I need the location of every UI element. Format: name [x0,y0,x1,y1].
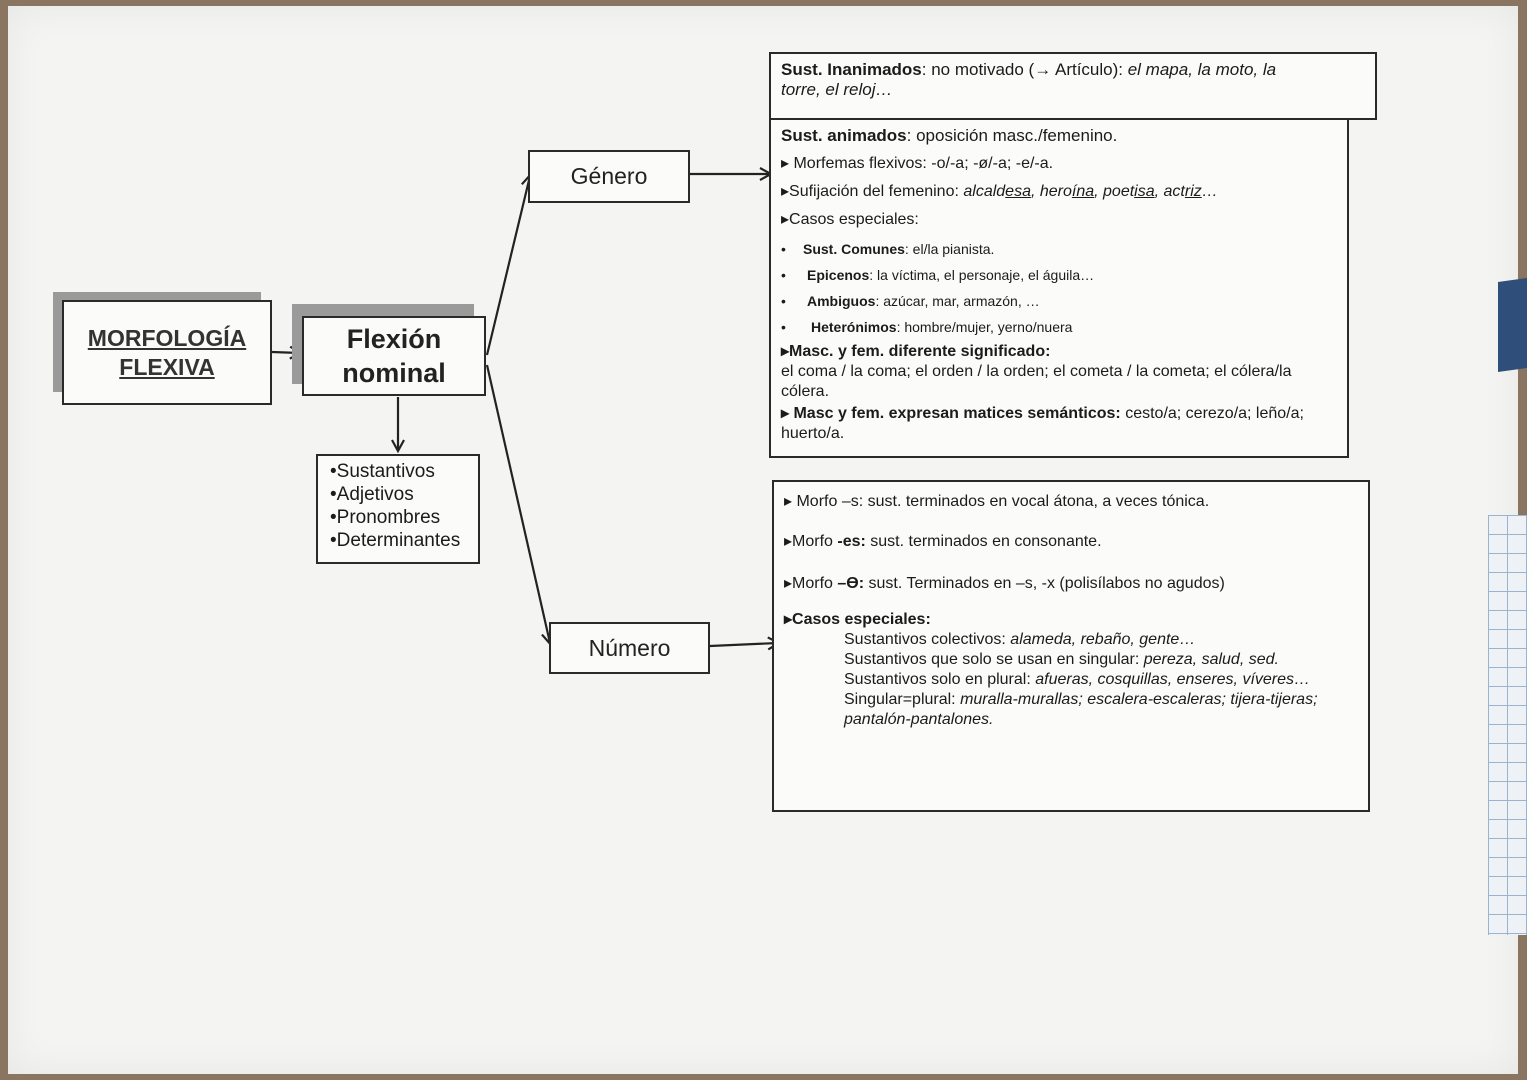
sufijacion-example: poetisa, [1103,183,1164,200]
panel-inanimados: Sust. Inanimados: no motivado (→ Artícul… [769,52,1377,120]
numero-casos-label: ▸Casos especiales: [784,611,931,628]
inanimados-text: : no motivado (→ Artículo): [921,60,1128,79]
diferente-significado-text: el coma / la coma; el orden / la orden; … [781,363,1292,400]
node-genero: Género [528,150,690,203]
numero-casos-list: Sustantivos colectivos: alameda, rebaño,… [784,630,1358,730]
list-item: Sustantivos que solo se usan en singular… [844,651,1279,668]
root-node-morfologia-flexiva: MORFOLOGÍA FLEXIVA [62,300,272,405]
matices-semanticos: ▸ Masc y fem. expresan matices semántico… [781,405,1304,442]
sufijacion-example: heroína, [1039,183,1104,200]
root-title-line1: MORFOLOGÍA [87,324,247,351]
numero-label: Número [588,634,671,661]
list-item: •Pronombres [330,507,441,528]
list-item: •Sustantivos [330,461,435,482]
sufijacion-example: actriz… [1163,183,1218,200]
grid-paper-strip [1488,515,1527,935]
list-item: •Heterónimos: hombre/mujer, yerno/nuera [781,319,1073,335]
arrow-numero-to-panel [709,643,778,646]
list-item: •Ambiguos: azúcar, mar, armazón, … [781,293,1040,309]
morfo-cero: ▸Morfo –Ө: sust. Terminados en –s, -x (p… [784,575,1225,592]
list-item: Sustantivos colectivos: alameda, rebaño,… [844,631,1196,648]
list-item: •Adjetivos [330,484,414,505]
animados-label: Sust. animados [781,126,907,145]
categories-box: •Sustantivos •Adjetivos •Pronombres •Det… [316,454,480,564]
node-flexion-nominal: Flexión nominal [302,316,486,396]
list-item: •Sust. Comunes: el/la pianista. [781,241,995,257]
panel-numero: ▸ Morfo –s: sust. terminados en vocal át… [772,480,1370,812]
categories-list: •Sustantivos •Adjetivos •Pronombres •Det… [318,456,478,552]
flexion-title-line2: nominal [342,358,446,388]
morfo-s: ▸ Morfo –s: sust. terminados en vocal át… [784,493,1210,510]
casos-especiales-list: •Sust. Comunes: el/la pianista. •Epiceno… [781,236,1337,340]
node-numero: Número [549,622,710,674]
list-item: Sustantivos solo en plural: afueras, cos… [844,671,1311,688]
morfemas-flexivos: ▸ Morfemas flexivos: -o/-a; -ø/-a; -e/-a… [781,155,1054,172]
diferente-significado-label: ▸Masc. y fem. diferente significado: [781,343,1051,360]
arrow-flexion-to-numero [485,364,550,643]
casos-especiales-label: ▸Casos especiales: [781,211,919,228]
morfo-es: ▸Morfo -es: sust. terminados en consonan… [784,533,1102,550]
list-item: Singular=plural: muralla-murallas; escal… [844,691,1318,728]
arrow-flexion-to-genero [485,176,530,356]
sufijacion-femenino: ▸Sufijación del femenino: alcaldesa, her… [781,182,1337,202]
flexion-title-line1: Flexión [346,324,442,354]
inanimados-examples-2: torre, el reloj… [781,80,893,99]
list-item: •Determinantes [330,530,461,551]
panel-animados: Sust. animados: oposición masc./femenino… [769,118,1349,458]
genero-label: Género [570,163,648,189]
animados-text: : oposición masc./femenino. [906,126,1118,145]
inanimados-label: Sust. Inanimados [781,60,922,79]
list-item: •Epicenos: la víctima, el personaje, el … [781,267,1095,283]
sufijacion-label: ▸Sufijación del femenino: [781,183,964,200]
sufijacion-example: alcaldesa, [963,183,1040,200]
inanimados-examples-1: el mapa, la moto, la [1127,60,1277,79]
root-title-line2: FLEXIVA [119,353,215,380]
